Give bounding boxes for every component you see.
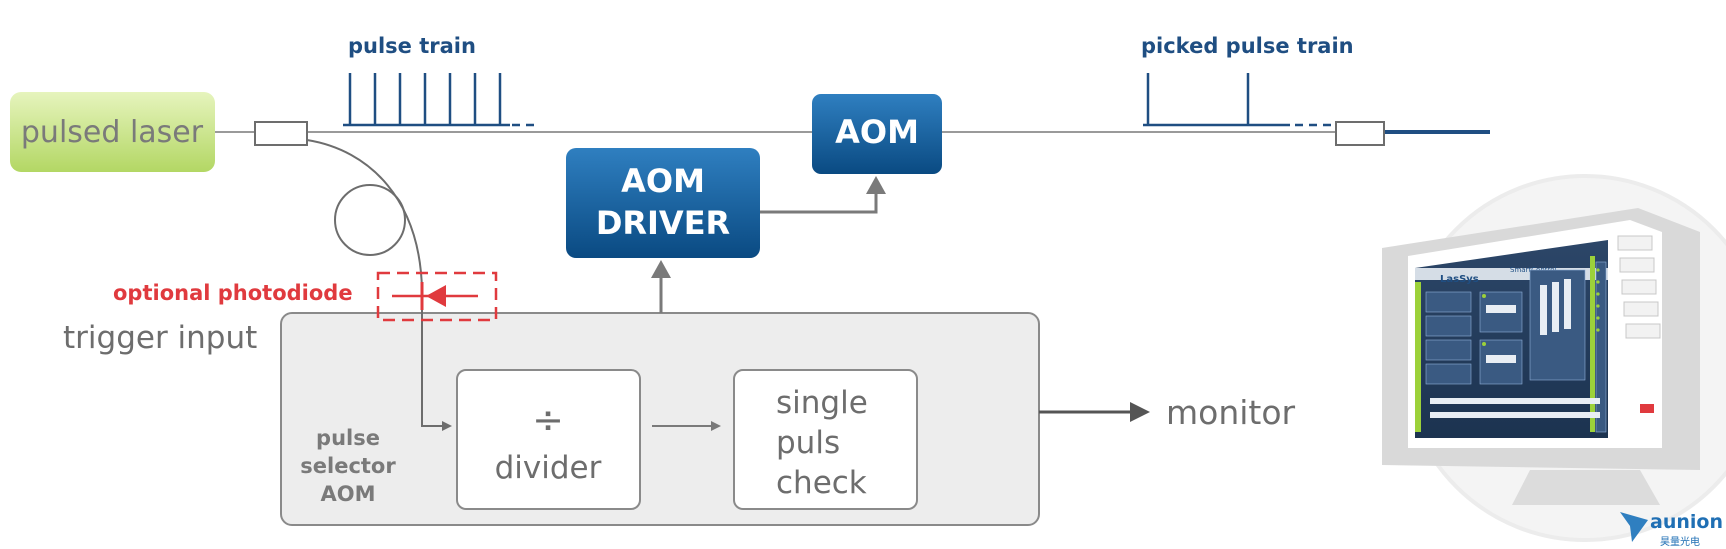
driver-to-aom-line [760,184,878,214]
screen-brand: LasSys [1440,274,1479,285]
divider-to-check-arrowhead [711,421,721,431]
pulse-selector-panel [280,312,1040,526]
panel-to-driver-arrowhead [651,260,671,278]
selector-label-line3: AOM [320,482,375,506]
picked-pulse-train-graphic [1143,73,1335,127]
aom-box: AOM [812,94,942,174]
fiber-loop [306,139,423,291]
monitor-label: monitor [1166,393,1296,432]
fiber-coupler [254,121,308,146]
output-coupler [1335,121,1385,146]
aom-driver-box: AOM DRIVER [566,148,760,258]
single-puls-check-box: single puls check [733,369,918,510]
divider-box: ÷ divider [456,369,641,510]
single-check-line2: puls [776,425,840,461]
aunion-watermark: aunion 昊量光电 [1620,511,1723,548]
single-check-line3: check [776,465,867,501]
selector-label-line2: selector [300,454,396,478]
monitor-arrowhead [1130,402,1150,422]
fiber-coil [334,184,406,256]
pulsed-laser-box: pulsed laser [10,92,215,172]
trigger-arrowhead [442,421,452,431]
driver-to-aom-arrowhead [866,176,886,194]
divider-symbol: ÷ [532,398,564,442]
single-check-line1: single [776,385,868,421]
aom-driver-label-line2: DRIVER [596,204,730,242]
picked-pulse-train-label: picked pulse train [1141,34,1354,58]
trigger-line [421,290,444,427]
selector-label-line1: pulse [316,426,380,450]
pulse-train-label: pulse train [348,34,476,58]
aom-label: AOM [835,113,919,151]
computer-screen-image: LasSys SmartControl [1382,174,1726,542]
photodiode-symbol [376,271,498,322]
aunion-sub: 昊量光电 [1660,535,1700,548]
pulsed-laser-label: pulsed laser [21,115,204,150]
aunion-brand: aunion [1650,511,1723,533]
trigger-input-label: trigger input [63,320,257,356]
aunion-logo-icon [1620,512,1648,542]
divider-label: divider [495,450,602,486]
optional-photodiode-label: optional photodiode [113,281,353,305]
aom-driver-label-line1: AOM [621,162,705,200]
pulse-train-graphic [343,73,540,127]
